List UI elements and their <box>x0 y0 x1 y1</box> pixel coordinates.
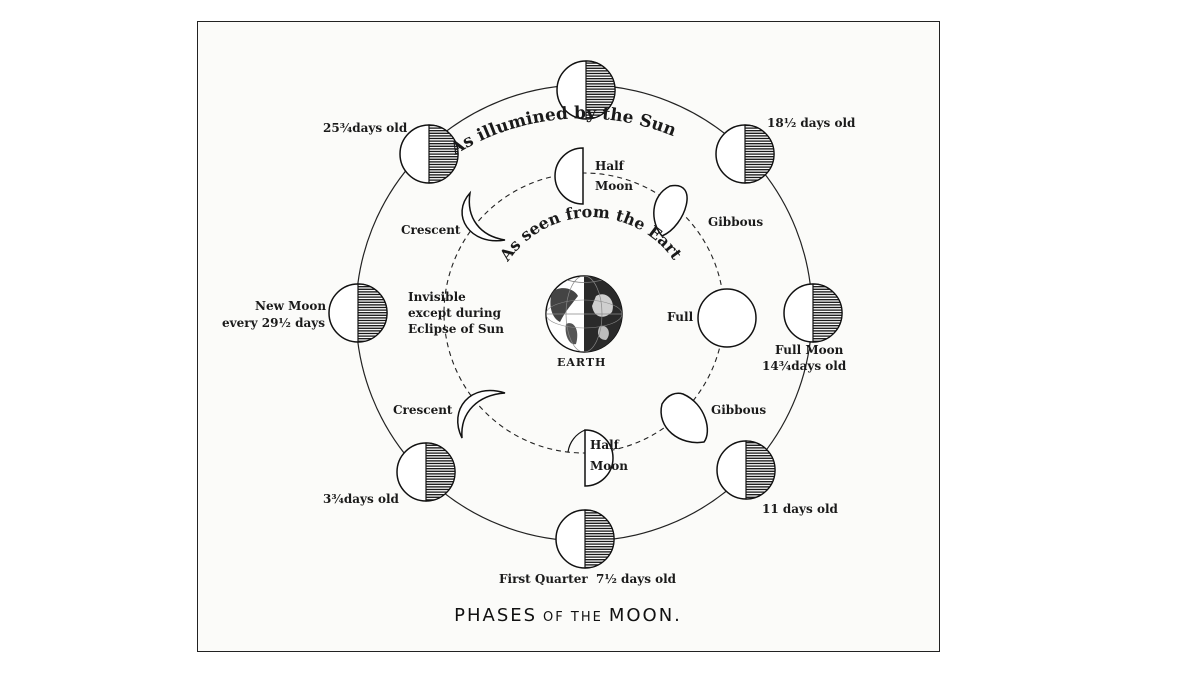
label-gibbous-top: Gibbous <box>708 215 763 229</box>
outer-moon-top <box>556 60 616 120</box>
outer-moon-top-left <box>399 124 459 184</box>
outer-moon-bottom <box>555 509 615 569</box>
label-gibbous-bottom: Gibbous <box>711 403 766 417</box>
label-11-days: 11 days old <box>762 502 839 516</box>
inner-full-moon <box>697 288 757 348</box>
label-half-bottom-1: Half <box>590 438 620 452</box>
inner-crescent-top <box>461 190 506 242</box>
outer-moon-bottom-right <box>716 440 776 500</box>
outer-moon-left <box>328 283 388 343</box>
label-14-days: 14¾days old <box>762 359 847 373</box>
label-crescent-bottom: Crescent <box>393 403 453 417</box>
label-full-moon: Full Moon <box>775 343 844 357</box>
label-crescent-top: Crescent <box>401 223 461 237</box>
label-half-top-2: Moon <box>595 179 633 193</box>
label-every-29-days: every 29½ days <box>222 316 325 330</box>
label-new-moon: New Moon <box>255 299 326 313</box>
label-earth: EARTH <box>557 356 606 369</box>
outer-moon-top-right <box>715 124 775 184</box>
outer-moon-right <box>783 283 843 343</box>
inner-half-moon-bottom <box>584 429 614 487</box>
inner-crescent-bottom <box>457 389 506 439</box>
label-full: Full <box>667 310 694 324</box>
label-half-bottom-2: Moon <box>590 459 628 473</box>
label-invisible-1: Invisible <box>408 290 466 304</box>
inner-gibbous-top <box>653 184 688 237</box>
label-18-days: 18½ days old <box>767 116 856 130</box>
inner-gibbous-bottom <box>660 392 708 444</box>
label-first-quarter: First Quarter 7½ days old <box>499 572 677 586</box>
label-3-days: 3¾days old <box>323 492 400 506</box>
outer-moon-bottom-left <box>396 442 456 502</box>
inner-half-moon-top <box>554 147 584 205</box>
arc-text-as-illumined: As illumined by the Sun <box>446 103 679 159</box>
label-half-top-1: Half <box>595 159 625 173</box>
label-25-days: 25¾days old <box>323 121 408 135</box>
label-invisible-3: Eclipse of Sun <box>408 322 504 336</box>
label-invisible-2: except during <box>408 306 502 320</box>
earth-globe <box>545 275 623 353</box>
